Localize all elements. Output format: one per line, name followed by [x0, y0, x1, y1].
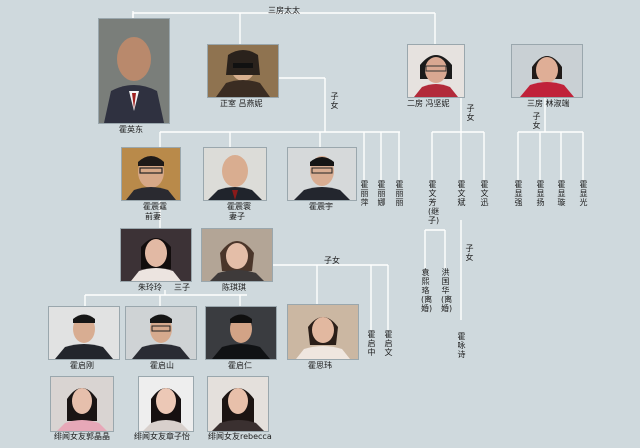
- name-huo-qiren: 霍启仁: [228, 361, 252, 370]
- name-huo-qizhong: 霍启中: [367, 330, 376, 357]
- name-rebecca: 绯闻女友rebecca: [208, 432, 272, 441]
- name-huo-wenfang: 霍文芳(继子): [428, 180, 440, 225]
- name-qianqi: 前妻: [145, 212, 161, 221]
- photo-huo-zhenhuan: [203, 147, 267, 201]
- label-children-sanfang: 子女: [532, 112, 541, 130]
- name-zhu-lingling: 朱玲玲: [138, 283, 162, 292]
- photo-huo-qiren: [205, 306, 277, 360]
- name-huo-yingdong: 霍英东: [119, 125, 143, 134]
- name-hong-guohua: 洪国华(离婚): [441, 268, 453, 313]
- name-huo-wenbin: 霍文斌: [457, 180, 466, 207]
- photo-huo-zhenting: [121, 147, 181, 201]
- photo-huo-qishan: [125, 306, 197, 360]
- photo-chen-qiqi: [201, 228, 273, 282]
- name-huo-liping: 霍丽萍: [360, 180, 369, 207]
- name-qizi: 妻子: [229, 212, 245, 221]
- label-children-zhengshi: 子女: [330, 92, 339, 110]
- label-three-wives: 三房太太: [268, 6, 300, 15]
- photo-zhu-lingling: [120, 228, 192, 282]
- label-children-erfang: 子女: [466, 104, 475, 122]
- name-lin-shuduan: 三房 林淑端: [527, 99, 570, 108]
- name-huo-lina: 霍丽娜: [377, 180, 386, 207]
- photo-huo-yingdong: [98, 18, 170, 124]
- name-huo-xianyang: 霍显扬: [536, 180, 545, 207]
- name-huo-xianqiang: 霍显强: [514, 180, 523, 207]
- photo-guo-jingjing: [50, 376, 114, 432]
- name-huo-xianguang: 霍显光: [579, 180, 588, 207]
- photo-lv-yanni: [207, 44, 279, 98]
- photo-feng-jianni: [407, 44, 465, 98]
- name-huo-siwei: 霍思玮: [308, 361, 332, 370]
- name-huo-yongshi: 霍咏诗: [457, 332, 466, 359]
- photo-zhang-ziyi: [138, 376, 194, 432]
- name-huo-zhenyu: 霍震宇: [309, 202, 333, 211]
- name-huo-qigang: 霍启刚: [70, 361, 94, 370]
- name-chen-qiqi: 陈琪琪: [222, 283, 246, 292]
- name-zhang-ziyi: 绯闻女友章子怡: [134, 432, 190, 441]
- name-lv-yanni: 正室 吕燕妮: [220, 99, 263, 108]
- photo-huo-siwei: [287, 304, 359, 360]
- photo-huo-zhenyu: [287, 147, 357, 201]
- label-children-wenbin: 子女: [465, 244, 474, 262]
- name-feng-jianni: 二房 冯坚妮: [407, 99, 450, 108]
- name-huo-lili: 霍丽丽: [395, 180, 404, 207]
- name-huo-xianxuan: 霍显璇: [557, 180, 566, 207]
- photo-huo-qigang: [48, 306, 120, 360]
- name-huo-qishan: 霍启山: [150, 361, 174, 370]
- photo-lin-shuduan: [511, 44, 583, 98]
- name-huo-zhenting: 霍震霆: [143, 202, 167, 211]
- photo-rebecca: [207, 376, 269, 432]
- name-yuan-xiluo: 袁熙珞(离婚): [421, 268, 433, 313]
- label-sanzi: 三子: [174, 283, 190, 292]
- name-huo-qiwen: 霍启文: [384, 330, 393, 357]
- name-guo-jingjing: 绯闻女友郭晶晶: [54, 432, 110, 441]
- label-children-wenfang: 子女: [324, 256, 340, 265]
- name-huo-wenxun: 霍文迅: [480, 180, 489, 207]
- name-huo-zhenhuan: 霍震寰: [227, 202, 251, 211]
